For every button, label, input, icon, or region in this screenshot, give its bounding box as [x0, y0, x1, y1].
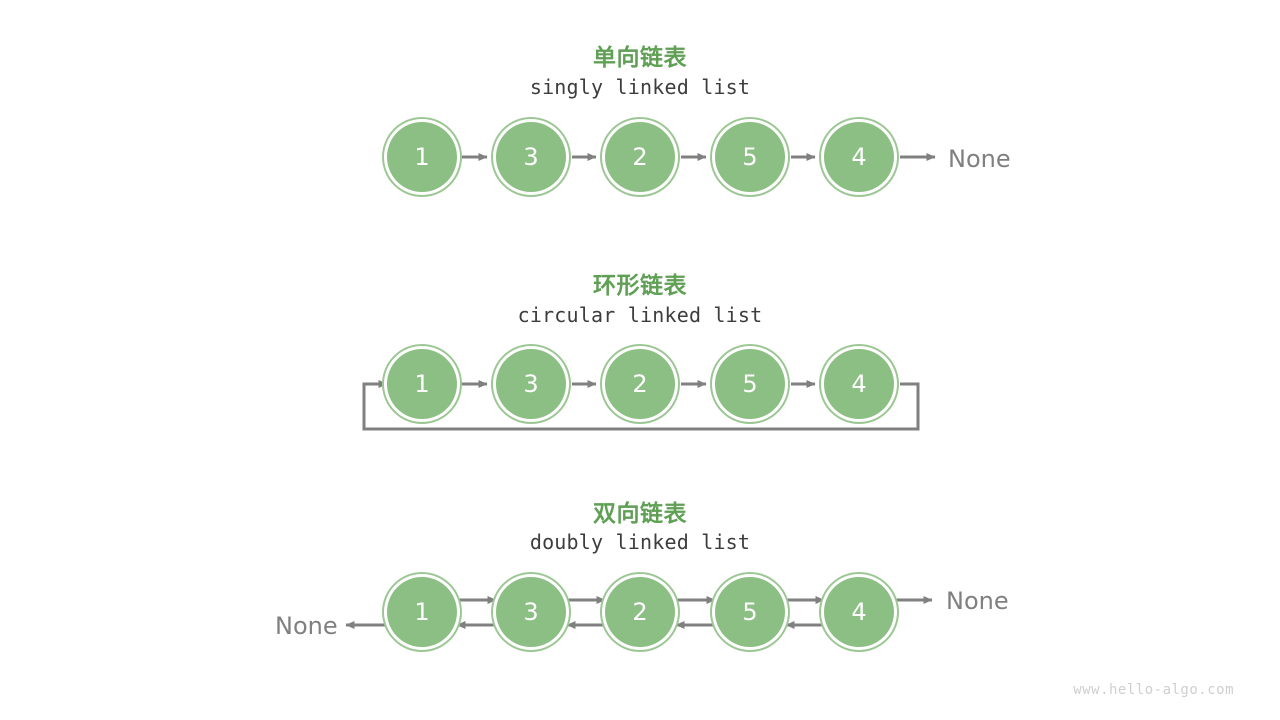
node-doubly-3[interactable]: 5 [715, 577, 785, 647]
node-value: 5 [742, 143, 758, 171]
node-value: 3 [523, 143, 539, 171]
none-label-doubly-head: None [275, 612, 338, 640]
section-subtitle-circular: circular linked list [517, 303, 763, 327]
node-value: 5 [742, 370, 758, 398]
node-value: 1 [414, 598, 430, 626]
node-value: 2 [632, 598, 648, 626]
node-singly-2[interactable]: 2 [605, 122, 675, 192]
node-circular-4[interactable]: 4 [824, 349, 894, 419]
circular-arrows [362, 380, 920, 431]
none-label-singly-tail: None [948, 145, 1011, 173]
node-singly-0[interactable]: 1 [387, 122, 457, 192]
node-singly-4[interactable]: 4 [824, 122, 894, 192]
node-circular-1[interactable]: 3 [496, 349, 566, 419]
section-title-singly: 单向链表 [593, 45, 687, 71]
node-doubly-1[interactable]: 3 [496, 577, 566, 647]
node-circular-3[interactable]: 5 [715, 349, 785, 419]
node-circular-0[interactable]: 1 [387, 349, 457, 419]
node-doubly-2[interactable]: 2 [605, 577, 675, 647]
node-value: 2 [632, 370, 648, 398]
section-title-doubly: 双向链表 [593, 501, 687, 527]
node-singly-3[interactable]: 5 [715, 122, 785, 192]
node-value: 1 [414, 370, 430, 398]
node-value: 4 [851, 598, 867, 626]
node-value: 3 [523, 598, 539, 626]
node-doubly-4[interactable]: 4 [824, 577, 894, 647]
node-value: 4 [851, 143, 867, 171]
none-label-doubly-tail: None [946, 587, 1009, 615]
node-doubly-0[interactable]: 1 [387, 577, 457, 647]
node-value: 1 [414, 143, 430, 171]
section-subtitle-doubly: doubly linked list [529, 530, 751, 554]
node-circular-2[interactable]: 2 [605, 349, 675, 419]
arrow-4-to-head-loop [362, 380, 920, 431]
node-singly-1[interactable]: 3 [496, 122, 566, 192]
node-value: 5 [742, 598, 758, 626]
node-value: 4 [851, 370, 867, 398]
section-title-circular: 环形链表 [593, 273, 687, 299]
watermark: www.hello-algo.com [1073, 682, 1234, 698]
node-value: 3 [523, 370, 539, 398]
node-value: 2 [632, 143, 648, 171]
section-subtitle-singly: singly linked list [529, 75, 751, 99]
